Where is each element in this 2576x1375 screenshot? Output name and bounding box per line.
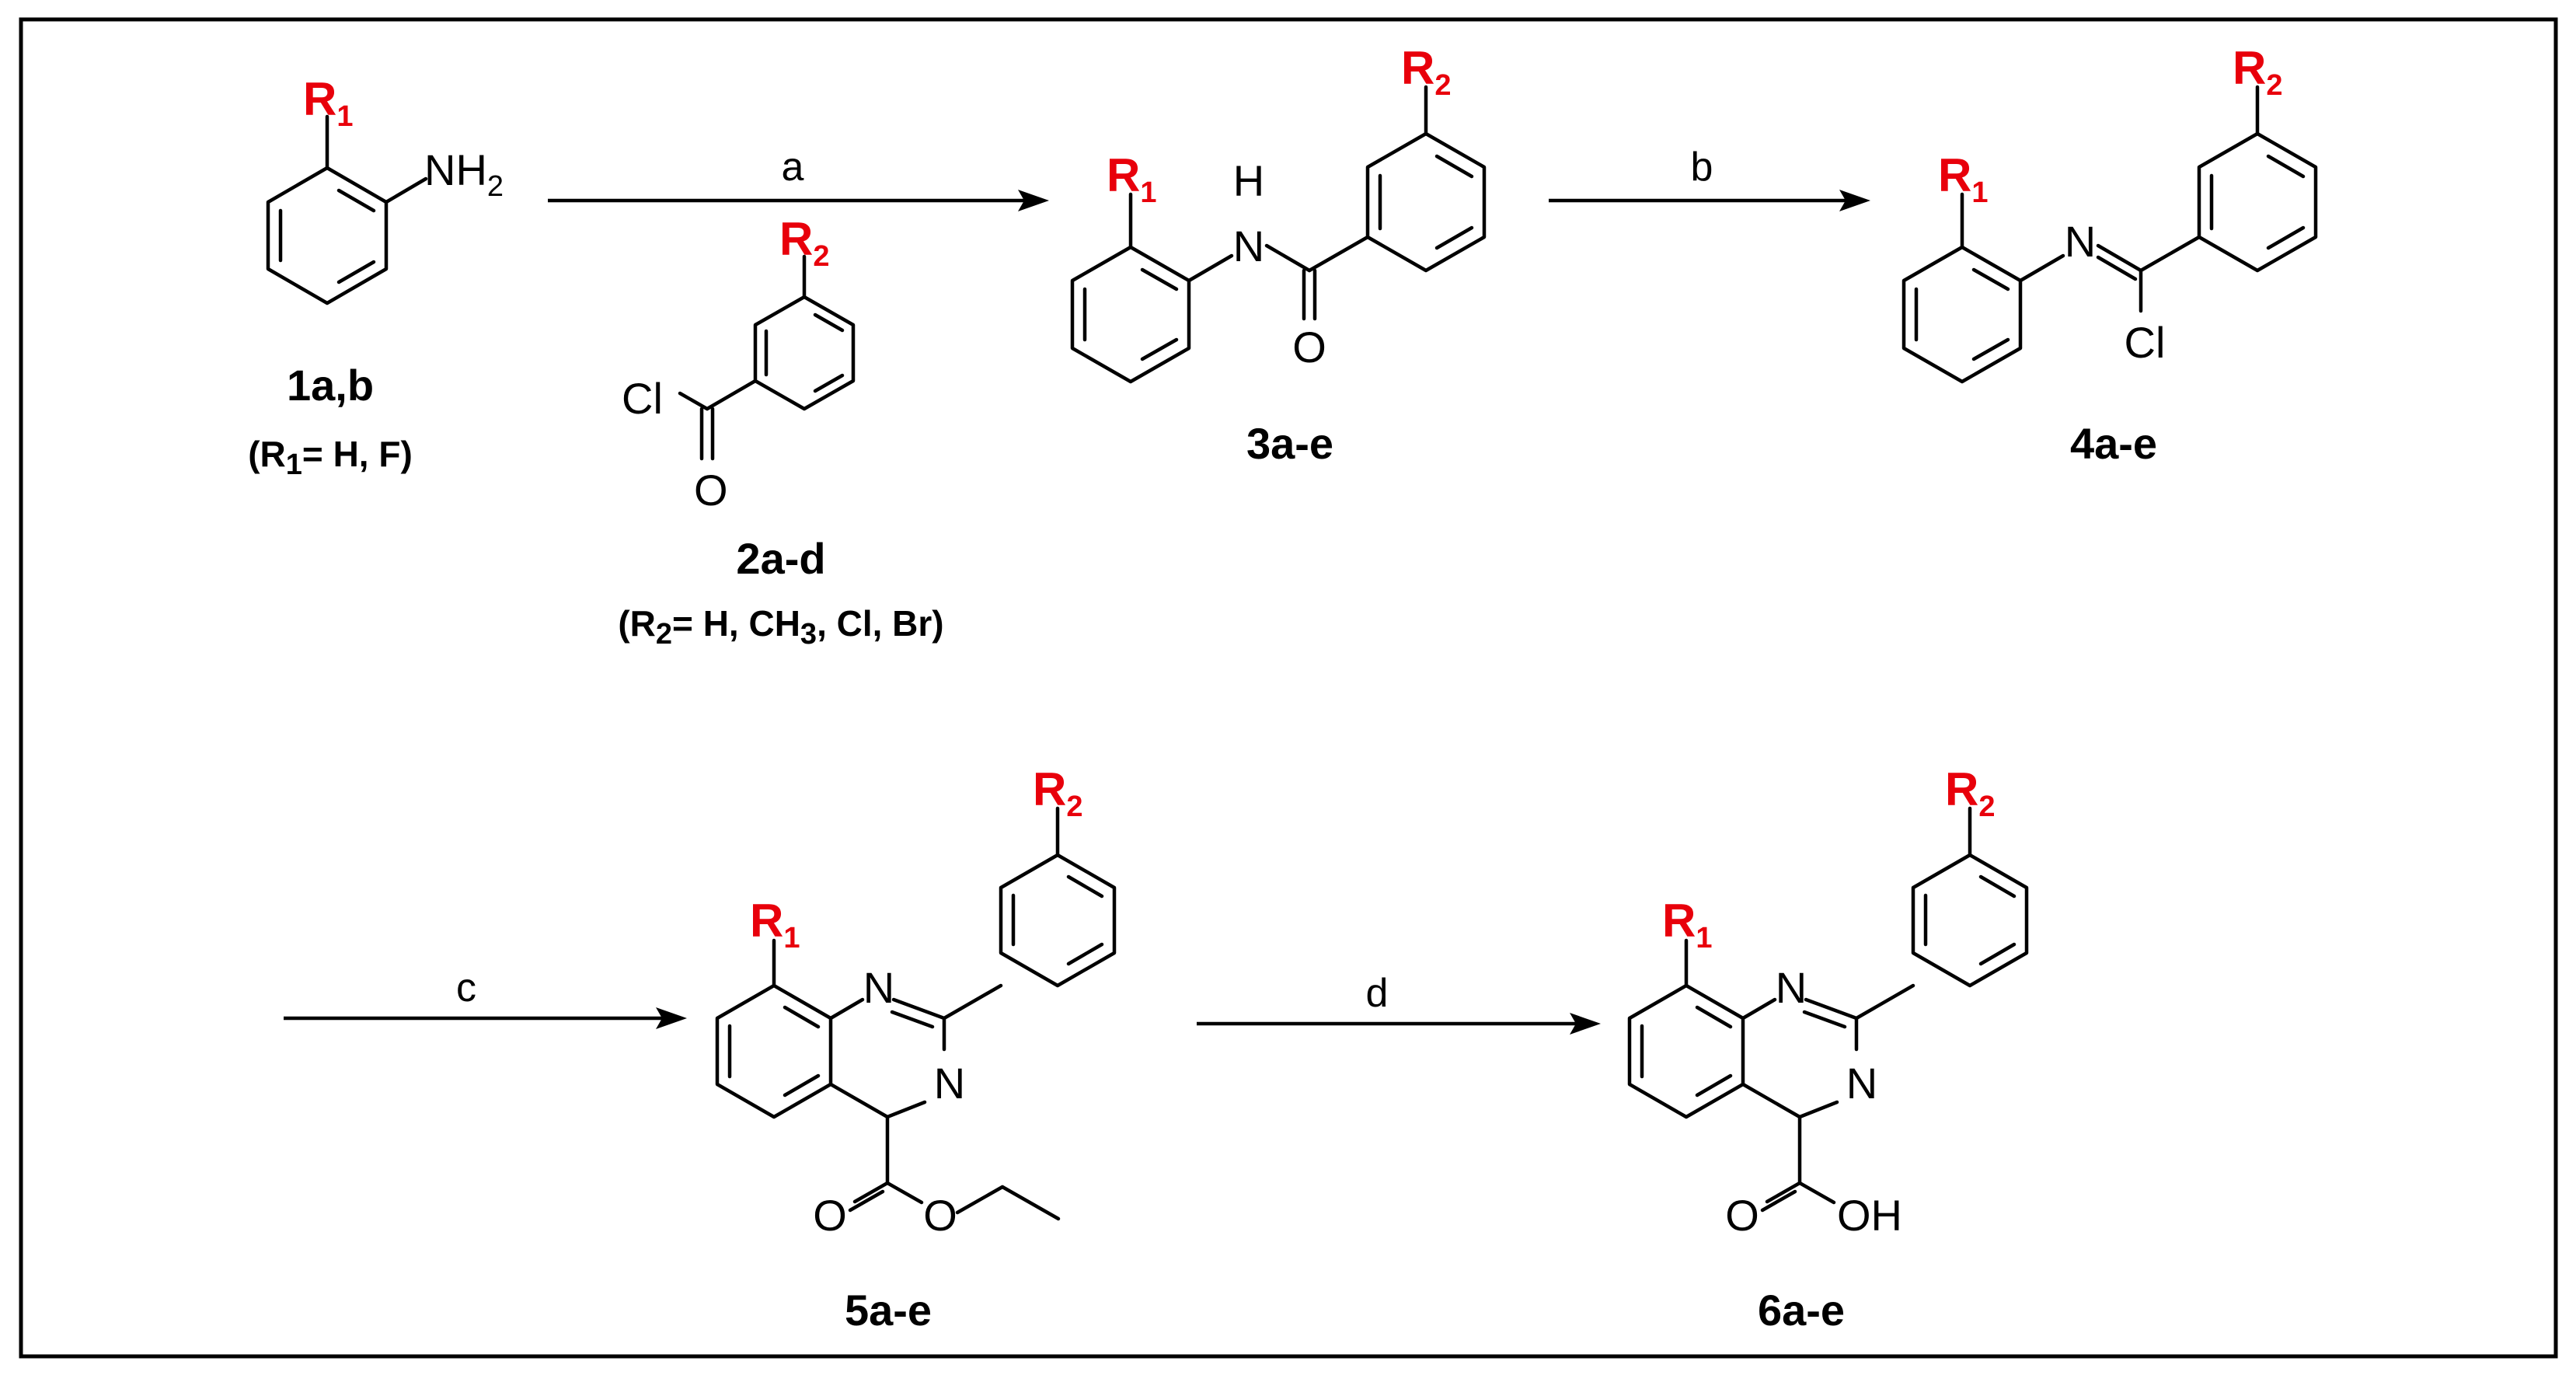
r1-label: R1 — [1107, 149, 1156, 209]
imidoyl-cl-label: Cl — [2125, 318, 2166, 367]
r2-label: R2 — [1945, 763, 1995, 823]
amide-oxygen-label: O — [1292, 323, 1326, 372]
hydroxyl-label: OH — [1837, 1191, 1902, 1240]
r1-label: R1 — [1662, 895, 1712, 954]
ester-carbonyl-oxygen-label: O — [813, 1191, 847, 1240]
compound-6-label: 6a-e — [1758, 1286, 1845, 1335]
reaction-arrow-c — [284, 1007, 687, 1029]
compound-4-label: 4a-e — [2070, 419, 2157, 468]
compound-5-structure: R1 N N O O R2 — [715, 763, 1117, 1240]
compound-2-label: 2a-d — [736, 534, 825, 583]
amide-nitrogen-label: N — [1233, 222, 1264, 270]
quinazoline-n3-label: N — [1846, 1059, 1877, 1108]
compound-1-note: (R1= H, F) — [248, 434, 413, 481]
quinazoline-n1-label: N — [1776, 963, 1807, 1012]
compound-1-label: 1a,b — [287, 361, 374, 410]
reaction-arrow-b — [1549, 190, 1870, 211]
reaction-arrow-a — [548, 190, 1049, 211]
step-c-label: c — [456, 965, 476, 1010]
r2-label: R2 — [1401, 42, 1451, 102]
compound-1-structure: R1 NH2 — [266, 73, 504, 305]
r1-label: R1 — [1938, 149, 1988, 209]
compound-5-label: 5a-e — [845, 1286, 932, 1335]
imine-nitrogen-label: N — [2065, 217, 2096, 266]
quinazoline-n1-label: N — [863, 963, 894, 1012]
r2-label: R2 — [1033, 763, 1082, 823]
compound-2-structure: R2 Cl O — [622, 213, 856, 515]
scheme-frame — [19, 17, 2558, 1359]
ester-alkoxy-oxygen-label: O — [923, 1191, 957, 1240]
compound-6-structure: R1 N N O OH R2 — [1627, 763, 2029, 1240]
acid-carbonyl-oxygen-label: O — [1725, 1191, 1759, 1240]
acyl-chloride-cl-label: Cl — [622, 374, 663, 423]
step-b-label: b — [1691, 145, 1713, 190]
compound-2-note: (R2= H, CH3, Cl, Br) — [618, 603, 943, 651]
compound-3-structure: R1 H N O R2 — [1070, 42, 1487, 384]
r2-label: R2 — [779, 213, 829, 273]
compound-3-label: 3a-e — [1246, 419, 1333, 468]
compound-4-structure: R1 N Cl R2 — [1901, 42, 2318, 384]
amide-nh-h-label: H — [1233, 156, 1264, 205]
step-d-label: d — [1366, 971, 1389, 1016]
amine-group-label: NH2 — [424, 145, 504, 203]
quinazoline-n3-label: N — [934, 1059, 965, 1108]
carbonyl-oxygen-label: O — [694, 466, 728, 515]
r2-label: R2 — [2233, 42, 2282, 102]
reaction-arrow-d — [1197, 1013, 1601, 1035]
r1-label: R1 — [750, 895, 800, 954]
r1-label: R1 — [303, 73, 353, 133]
step-a-label: a — [782, 145, 804, 190]
